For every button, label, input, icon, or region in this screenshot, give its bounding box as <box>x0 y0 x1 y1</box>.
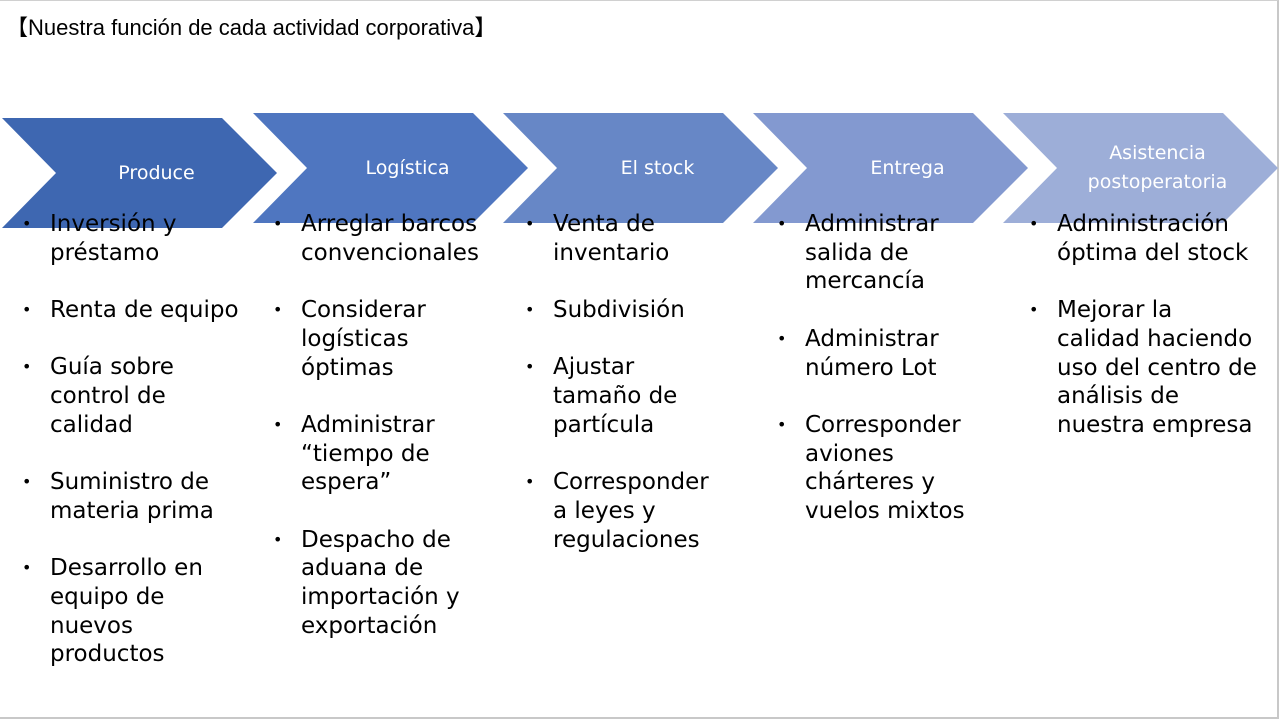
bullet-icon: • <box>777 414 787 434</box>
list-item: • Despacho de aduana de importación y exp… <box>273 526 483 641</box>
bullet-icon: • <box>777 328 787 348</box>
chevron-2: Logística <box>253 113 528 223</box>
list-item-text: Administrar número Lot <box>805 325 939 381</box>
chevron-shape <box>1003 113 1278 223</box>
list-item: • Considerar logísticas óptimas <box>273 296 483 382</box>
list-item-text: Guía sobre control de calidad <box>50 354 174 438</box>
list-item: • Corresponder aviones chárteres y vuelos… <box>777 411 977 526</box>
stage-list-2: • Arreglar barcos convencionales • Consider… <box>273 210 483 669</box>
chevron-3: El stock <box>503 113 778 223</box>
bullet-icon: • <box>22 558 32 578</box>
stage-list-4: • Administrar salida de mercancía • Adminis… <box>777 210 977 554</box>
list-item: • Arreglar barcos convencionales <box>273 210 483 267</box>
list-item: • Administrar número Lot <box>777 325 977 382</box>
list-item-text: Inversión y préstamo <box>50 211 177 266</box>
stage-label: Asistencia postoperatoria <box>1087 142 1228 193</box>
stage-label: El stock <box>620 156 695 179</box>
chevron-shape <box>253 113 528 223</box>
bullet-icon: • <box>525 214 535 233</box>
bullet-icon: • <box>273 300 283 320</box>
list-item: • Administrar “tiempo de espera” <box>273 411 483 497</box>
list-item: • Suministro de materia prima <box>22 468 252 525</box>
list-item-text: Administrar salida de mercancía <box>805 211 939 295</box>
bullet-icon: • <box>273 214 283 233</box>
list-item-text: Venta de inventario <box>553 211 670 266</box>
page-title: 【Nuestra función de cada actividad corpo… <box>6 15 497 40</box>
list-item: • Guía sobre control de calidad <box>22 353 252 439</box>
list-item-text: Arreglar barcos convencionales <box>301 211 479 266</box>
bullet-icon: • <box>22 214 32 233</box>
list-item: • Inversión y préstamo <box>22 210 252 267</box>
stage-list-5: • Administración óptima del stock • Mejorar… <box>1029 210 1259 468</box>
list-item-text: Administrar “tiempo de espera” <box>301 411 435 496</box>
chevron-4: Entrega <box>753 113 1028 223</box>
list-item: • Desarrollo en equipo de nuevos producto… <box>22 554 252 669</box>
bullet-icon: • <box>777 214 787 233</box>
bullet-icon: • <box>525 300 535 320</box>
list-item: • Mejorar la calidad haciendo uso del cen… <box>1029 296 1259 440</box>
stage-list-3: • Venta de inventario • Subdivisión • Ajustar… <box>525 210 725 583</box>
bullet-icon: • <box>525 357 535 377</box>
bullet-icon: • <box>22 357 32 377</box>
list-item: • Subdivisión <box>525 296 725 325</box>
list-item-text: Administración óptima del stock <box>1057 211 1249 266</box>
stage-list-1: • Inversión y préstamo • Renta de equipo • Gu… <box>22 210 252 698</box>
list-item-text: Considerar logísticas óptimas <box>301 297 426 381</box>
bullet-icon: • <box>1029 300 1039 320</box>
chevron-shape <box>753 113 1028 223</box>
bullet-icon: • <box>22 472 32 492</box>
stage-label: Entrega <box>870 156 945 179</box>
list-item-text: Renta de equipo <box>50 297 239 324</box>
list-item-text: Despacho de aduana de importación y expo… <box>301 526 460 639</box>
chevron-shape <box>503 113 778 223</box>
bullet-icon: • <box>525 472 535 492</box>
stage-label: Logística <box>365 156 450 179</box>
list-item-text: Corresponder aviones chárteres y vuelos … <box>805 411 965 524</box>
list-item-text: Desarrollo en equipo de nuevos productos <box>50 555 203 668</box>
list-item-text: Suministro de materia prima <box>50 469 214 524</box>
list-item: • Administración óptima del stock <box>1029 210 1259 267</box>
list-item: • Venta de inventario <box>525 210 725 267</box>
list-item-text: Corresponder a leyes y regulaciones <box>553 469 709 553</box>
list-item-text: Ajustar tamaño de partícula <box>553 354 678 438</box>
list-item: • Renta de equipo <box>22 296 252 325</box>
bullet-icon: • <box>22 300 32 320</box>
list-item: • Administrar salida de mercancía <box>777 210 977 296</box>
chevron-1: Produce <box>2 118 277 228</box>
chevron-5: Asistencia postoperatoria <box>1003 113 1278 223</box>
bullet-icon: • <box>1029 214 1039 233</box>
list-item-text: Subdivisión <box>553 297 685 324</box>
chevron-shape <box>2 118 277 228</box>
bullet-icon: • <box>273 529 283 549</box>
bullet-icon: • <box>273 414 283 434</box>
list-item: • Ajustar tamaño de partícula <box>525 353 725 439</box>
stage-label: Produce <box>118 161 195 184</box>
list-item-text: Mejorar la calidad haciendo uso del cent… <box>1057 297 1257 438</box>
list-item: • Corresponder a leyes y regulaciones <box>525 468 725 554</box>
